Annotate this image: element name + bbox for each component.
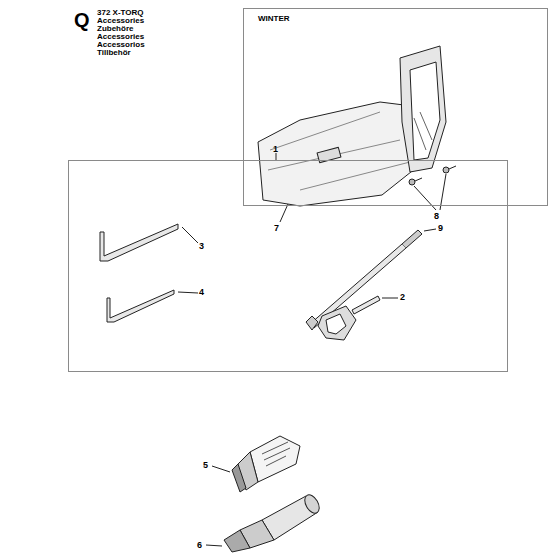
callout-number: 1: [273, 145, 278, 154]
section-letter: Q: [74, 10, 90, 30]
callout-number: 9: [438, 224, 443, 233]
section-title: Accessorios: [97, 41, 145, 49]
callout-number: 4: [199, 288, 204, 297]
panel-heading: WINTER: [258, 15, 290, 23]
callout-number: 3: [199, 242, 204, 251]
section-title: Accessories: [97, 17, 144, 25]
callout-number: 5: [203, 461, 208, 470]
section-title: Accessories: [97, 33, 144, 41]
section-title: Zubehöre: [97, 25, 133, 33]
model-name: 372 X-TORQ: [97, 9, 144, 17]
section-title: Tillbehör: [97, 49, 131, 57]
callout-number: 6: [197, 541, 202, 550]
callout-number: 7: [274, 224, 279, 233]
callout-number: 8: [434, 212, 439, 221]
kit-box: 1: [68, 160, 508, 372]
callout-number: 2: [400, 293, 405, 302]
kit-panel: WINTER: [243, 8, 548, 206]
